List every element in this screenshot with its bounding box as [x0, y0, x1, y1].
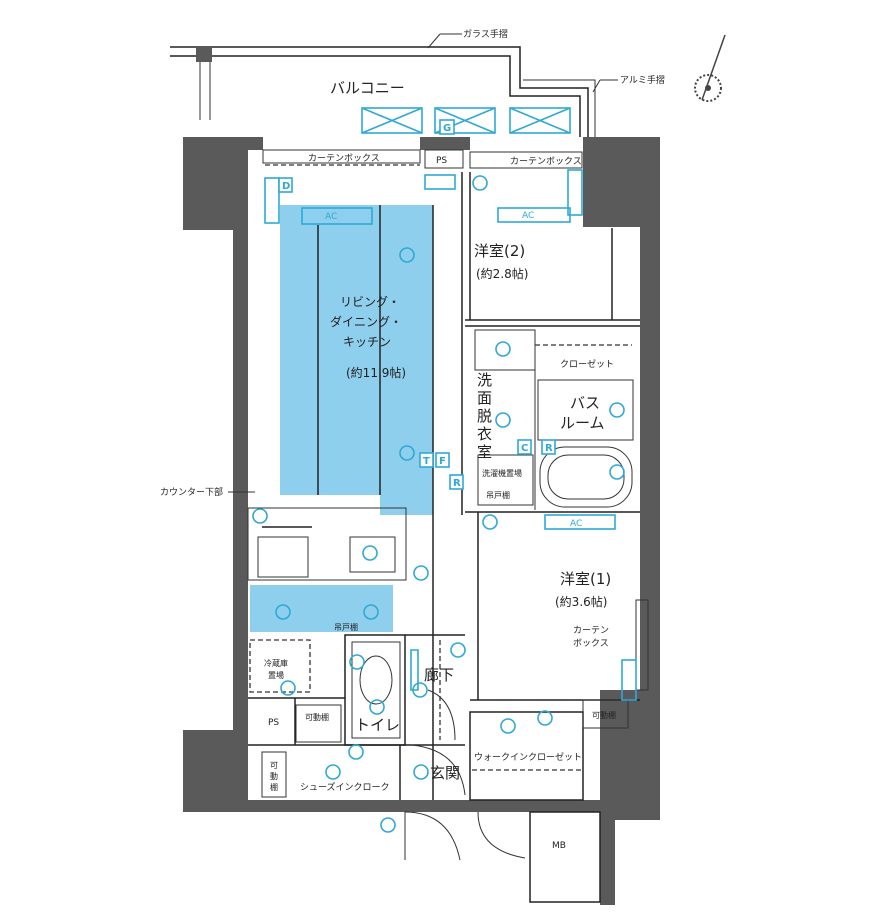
entrance-label: 玄関 [430, 764, 460, 782]
curtain-box-label: ボックス [573, 638, 609, 649]
movable-shelf-label: 動 [270, 772, 278, 781]
ldk-size: (約11.9帖) [346, 365, 406, 380]
balcony-label: バルコニー [330, 79, 405, 97]
ps-label: PS [268, 718, 279, 728]
washroom-label: 面 [477, 389, 492, 407]
badge-r: R [453, 478, 461, 489]
kitchen-counter-blue [250, 585, 393, 632]
western-room-2-size: (約2.8帖) [476, 266, 528, 281]
badge-r: R [545, 443, 553, 454]
ac-label: AC [522, 211, 534, 221]
ac-label: AC [570, 519, 582, 529]
ldk-floor [280, 205, 433, 515]
badge-t: T [423, 456, 430, 467]
wall-cabinet-label: 吊戸棚 [334, 622, 358, 632]
washer-space-label: 洗濯機置場 [482, 468, 522, 478]
mb-label: MB [552, 841, 566, 851]
curtain-box-label: カーテンボックス [510, 156, 582, 167]
ldk-label: リビング・ [340, 295, 400, 309]
washroom-label: 脱 [477, 407, 492, 425]
walls [183, 137, 660, 905]
curtain-box-label: カーテンボックス [308, 153, 380, 164]
ldk-label: ダイニング・ [330, 314, 402, 329]
outdoor-units: G [361, 107, 571, 135]
toilet-label: トイレ [355, 716, 400, 734]
fridge-space-label: 置場 [268, 670, 284, 680]
counter-lower-label: カウンター下部 [160, 486, 223, 498]
western-room-1-label: 洋室(1) [560, 570, 611, 588]
movable-shelf-label: 可 [270, 761, 278, 770]
bathroom-label: ルーム [560, 414, 605, 432]
bathroom-label: バス [570, 394, 600, 412]
movable-shelf-label: 可動棚 [592, 710, 616, 720]
hallway-label: 廊下 [424, 666, 454, 684]
compass-icon [694, 34, 726, 102]
balcony-railing [170, 46, 596, 137]
ps-label: PS [436, 156, 447, 166]
curtain-box-label: カーテン [573, 625, 609, 636]
movable-shelf-label: 可動棚 [305, 712, 329, 722]
closet-label: クローゼット [560, 358, 614, 370]
fridge-space-label: 冷蔵庫 [264, 658, 288, 668]
interior-walls [247, 149, 649, 903]
western-room-1-size: (約3.6帖) [555, 594, 607, 609]
shoes-in-cloak-label: シューズインクローク [300, 781, 390, 793]
badge-d: D [282, 181, 290, 192]
washroom-label: 室 [477, 443, 492, 461]
badge-c: C [521, 443, 528, 454]
aluminum-railing-label: アルミ手摺 [620, 74, 665, 86]
gas-badge: G [443, 123, 451, 134]
movable-shelf-label: 棚 [270, 782, 278, 792]
ldk-label: キッチン [343, 335, 391, 349]
outlet-badges: D T F R C R [278, 177, 556, 490]
light-fixtures [252, 175, 625, 833]
western-room-2-label: 洋室(2) [474, 242, 525, 260]
badge-f: F [439, 456, 446, 467]
walk-in-closet-label: ウォークインクローゼット [474, 751, 582, 763]
washroom-label: 衣 [477, 425, 492, 443]
ac-label: AC [325, 212, 337, 222]
glass-railing-label: ガラス手摺 [463, 28, 508, 40]
wall-cabinet-label: 吊戸棚 [486, 490, 510, 500]
washroom-label: 洗 [477, 371, 492, 389]
